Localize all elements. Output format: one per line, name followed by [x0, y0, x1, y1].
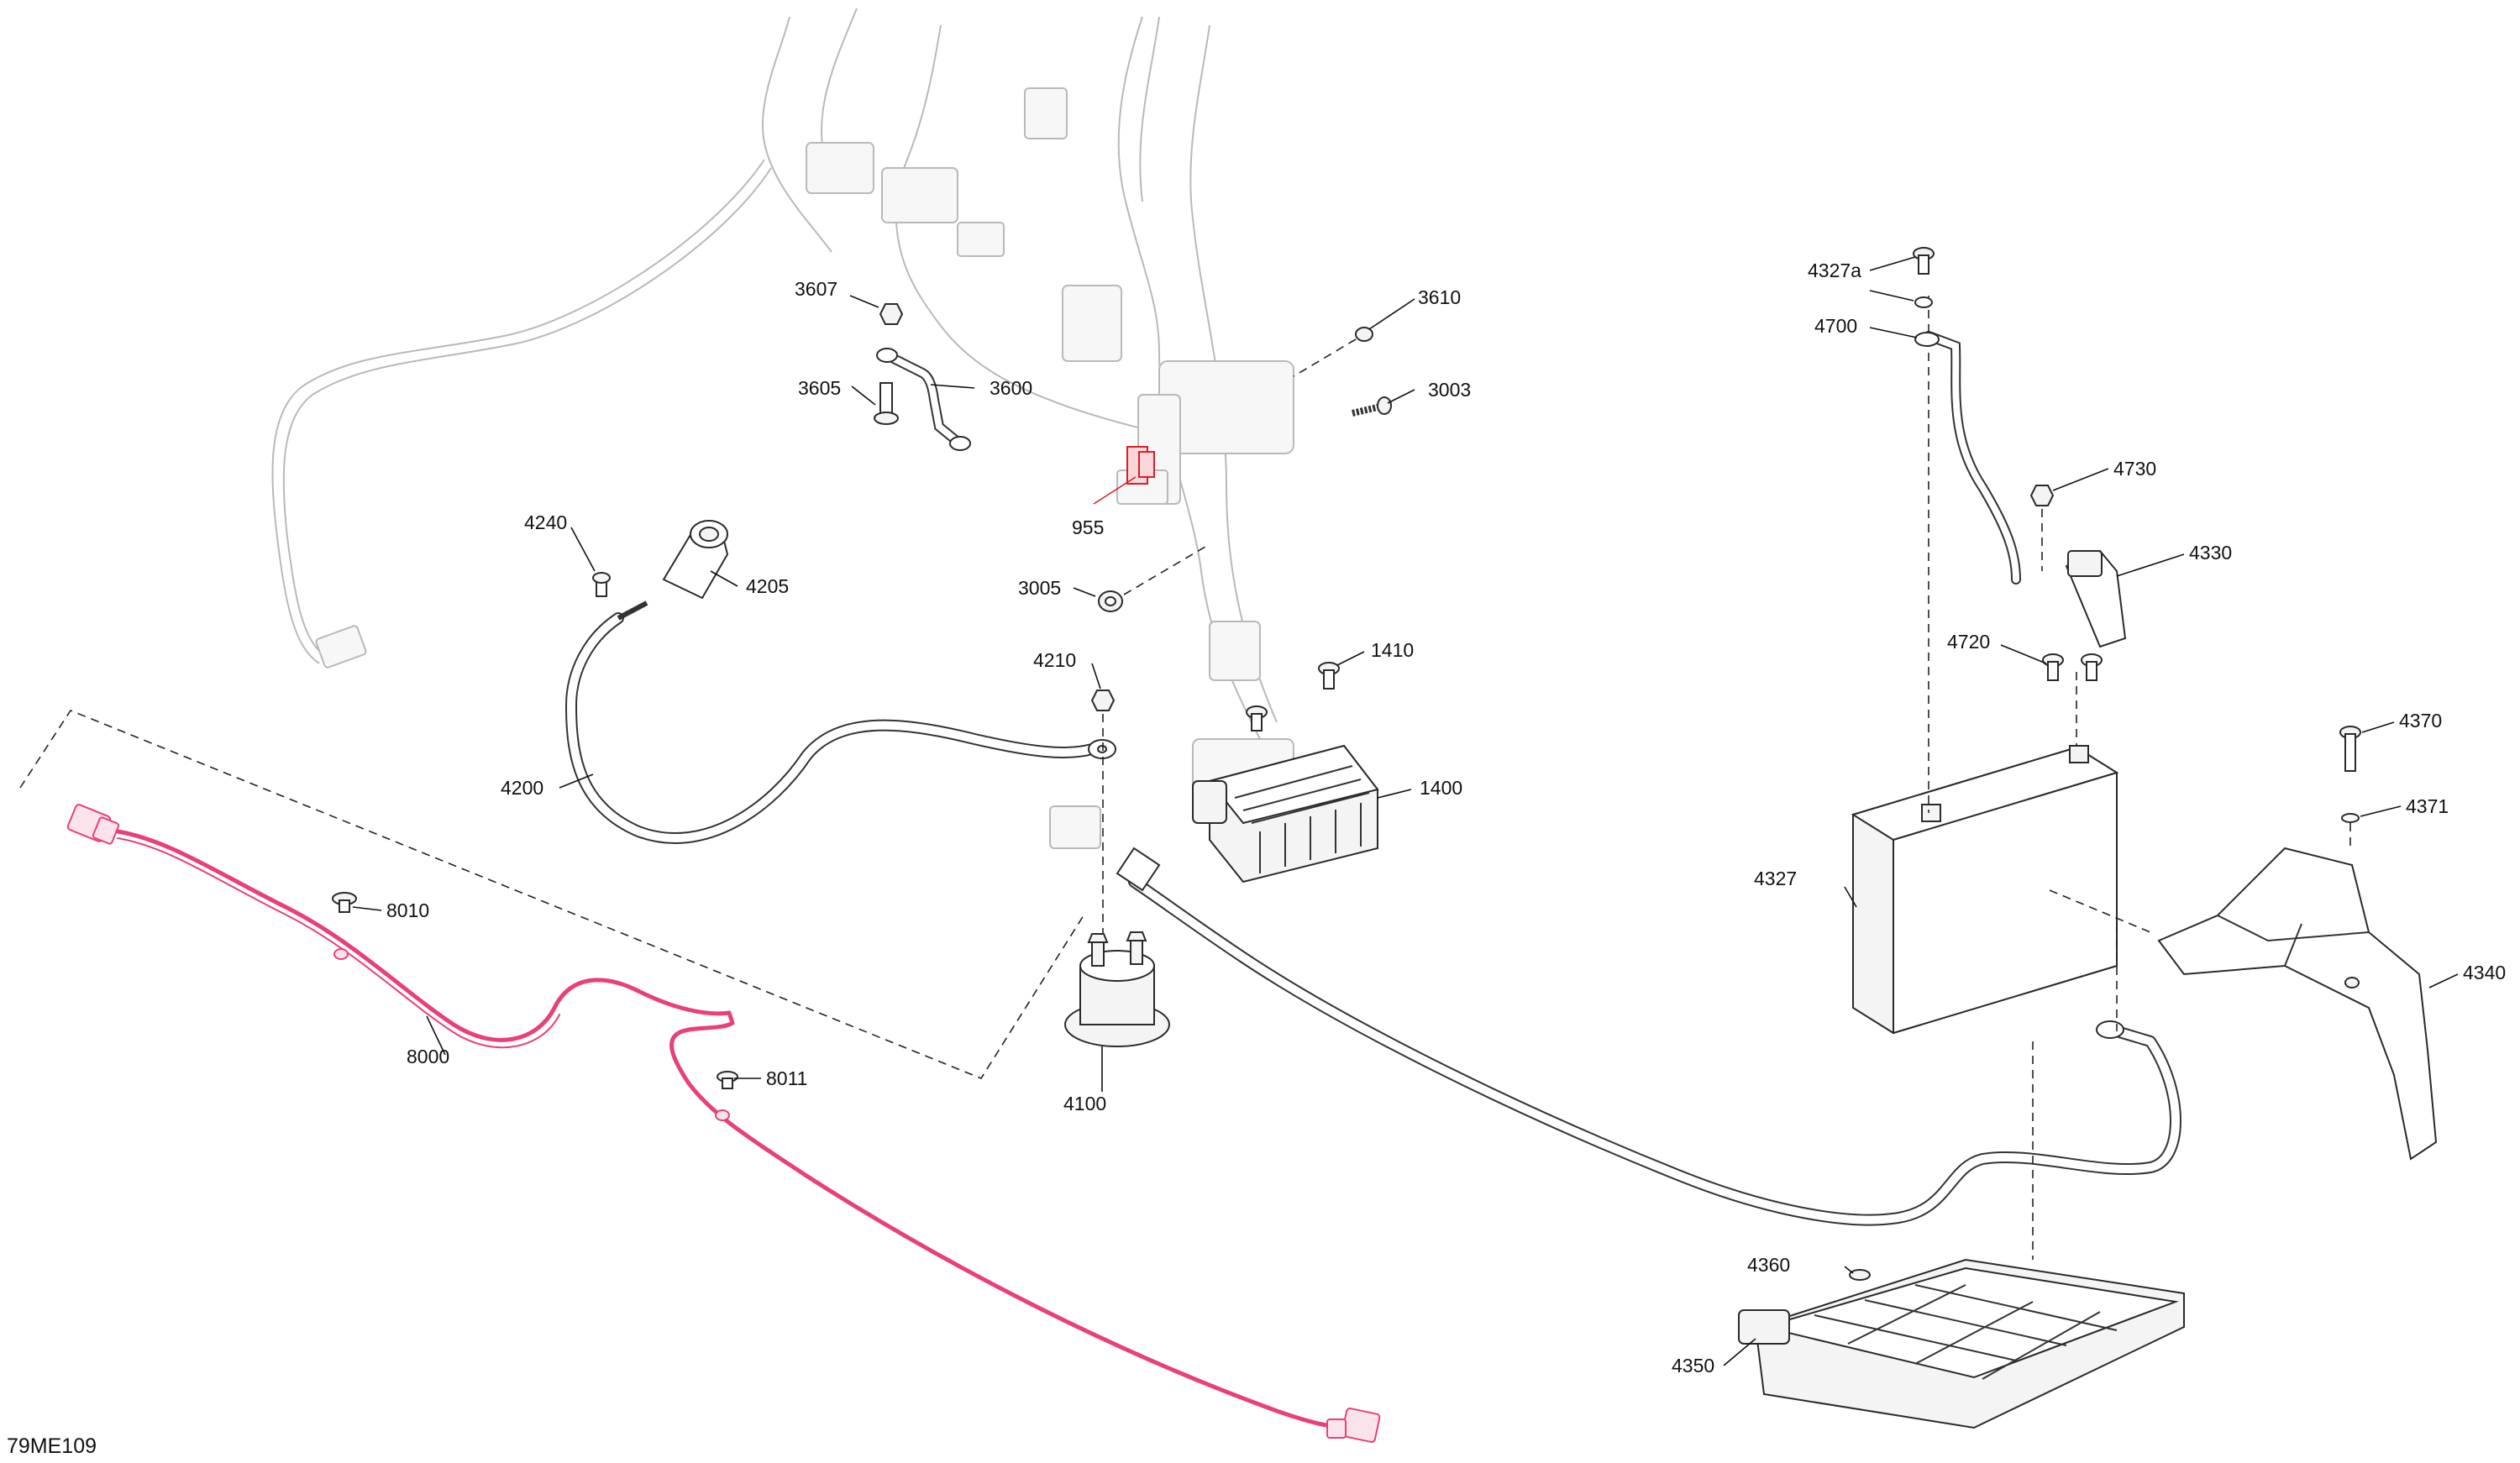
callout-4730: 4730 — [2113, 458, 2156, 480]
highlighted-harness-8000 — [66, 804, 1381, 1444]
screw-4370 — [2339, 726, 2361, 848]
part-955-connector — [1093, 446, 1155, 505]
clip-8010 — [332, 892, 357, 913]
callout-labels: 3607 3605 3600 3610 3003 955 3005 4240 4… — [386, 260, 2506, 1376]
callout-8011: 8011 — [766, 1067, 807, 1089]
solenoid-4100 — [1064, 931, 1170, 1047]
battery-4327 — [1851, 745, 2119, 1035]
callout-955: 955 — [1072, 517, 1104, 538]
clip-8011 — [717, 1071, 738, 1089]
callout-4360: 4360 — [1747, 1254, 1790, 1276]
diagram-code: 79ME109 — [7, 1434, 97, 1458]
callout-3003: 3003 — [1428, 379, 1471, 401]
screw-1410 — [1318, 662, 1340, 690]
callout-4240: 4240 — [524, 511, 567, 533]
nut-3005 — [1098, 543, 1210, 612]
voltage-regulator-1400 — [1192, 744, 1379, 884]
ground-cable-4700 — [1914, 331, 2021, 585]
callout-4100: 4100 — [1063, 1093, 1106, 1114]
bolt-3605 — [874, 382, 899, 425]
callout-4370: 4370 — [2399, 710, 2442, 732]
callout-3610: 3610 — [1418, 286, 1461, 308]
bracket-4340 — [2157, 847, 2438, 1161]
leader-lines — [352, 256, 2459, 1366]
dash-lines-battery — [1928, 296, 2151, 1260]
callout-3600: 3600 — [990, 377, 1032, 399]
nut-4730 — [2029, 485, 2055, 571]
callout-4371: 4371 — [2406, 795, 2449, 817]
bolt-4327a — [1913, 247, 1935, 308]
screw-3003 — [1352, 396, 1392, 417]
terminal-cover-4330 — [2065, 549, 2127, 648]
nut-3607 — [879, 303, 904, 325]
callout-4205: 4205 — [746, 575, 789, 597]
callout-4330: 4330 — [2189, 542, 2232, 564]
callout-4210: 4210 — [1033, 649, 1076, 671]
callout-8010: 8010 — [386, 899, 429, 921]
bolt-4240 — [592, 572, 611, 597]
screw-3610 — [1293, 327, 1373, 377]
callout-1400: 1400 — [1420, 777, 1462, 799]
screw-1410-lower — [1246, 705, 1268, 732]
callout-4720: 4720 — [1947, 631, 1990, 653]
callout-4327a: 4327a — [1808, 260, 1861, 281]
battery-tray-4350 — [1738, 1258, 2185, 1429]
callout-4200: 4200 — [501, 777, 543, 799]
dash-lines-harness — [19, 710, 1084, 1079]
fastener-4360 — [1849, 1269, 1871, 1281]
callout-3607: 3607 — [795, 278, 837, 300]
bolt-4720 — [2042, 653, 2103, 681]
callout-1410: 1410 — [1371, 639, 1414, 661]
callout-4327: 4327 — [1754, 868, 1797, 889]
nut-4210 — [1090, 690, 1116, 941]
callout-3605: 3605 — [798, 377, 841, 399]
callout-8000: 8000 — [407, 1046, 449, 1067]
callout-4340: 4340 — [2463, 962, 2506, 983]
callout-4350: 4350 — [1672, 1355, 1714, 1376]
terminal-cover-4205 — [662, 520, 729, 600]
ghost-main-harness — [271, 8, 1294, 849]
callout-3005: 3005 — [1018, 577, 1061, 599]
battery-cable-4200 — [565, 600, 1116, 844]
callout-4700: 4700 — [1814, 315, 1857, 337]
